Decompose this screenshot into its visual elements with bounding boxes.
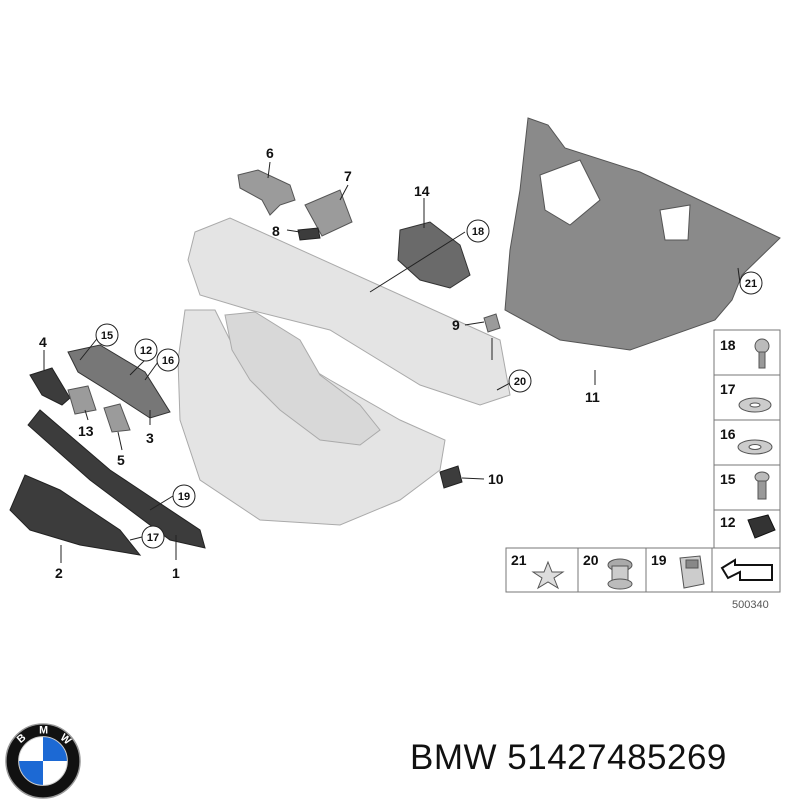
legend-12: 12 [720,514,736,530]
callout-18: 18 [472,226,484,238]
part-5-piece [103,403,131,433]
part-1-strip [27,409,206,549]
callout-8: 8 [272,223,280,239]
part-9-clip [483,313,501,333]
bottom-fastener-row: 21 20 19 [505,547,781,593]
brand-name: BMW [410,738,498,777]
part-6-bracket [237,169,296,216]
callout-1: 1 [172,565,180,581]
bottom-19: 19 [651,552,667,568]
clip-12-icon [747,514,776,539]
callout-10: 10 [488,471,504,487]
part-8-clip [297,227,321,241]
legend-15: 15 [720,471,736,487]
star-clip-21-icon [531,560,565,590]
callout-7: 7 [344,168,352,184]
legend-18: 18 [720,337,736,353]
spring-clip-19-icon [679,555,705,589]
callout-2: 2 [55,565,63,581]
callout-21: 21 [745,278,757,290]
screw-15-icon [754,471,770,500]
callout-9: 9 [452,317,460,333]
callout-11: 11 [585,389,600,405]
direction-arrow-icon [720,558,773,581]
door-trim-upper [187,217,511,406]
circled-callouts: 18 21 20 15 12 16 19 17 [95,219,763,549]
legend-17: 17 [720,381,736,397]
callout-19: 19 [178,491,190,503]
bmw-logo-letter-m: M [39,725,48,737]
washer-17-icon [738,397,772,413]
bottom-21: 21 [511,552,527,568]
callout-5: 5 [117,452,125,468]
callout-15: 15 [101,330,113,342]
callout-17: 17 [147,532,159,544]
callout-16: 16 [162,355,174,367]
part-4-piece [29,367,71,406]
callout-4: 4 [39,334,47,350]
bmw-logo: B M W [5,723,81,799]
panel-cutout-a [539,159,601,226]
screw-18-icon [754,338,770,369]
callout-20: 20 [514,376,526,388]
callout-13: 13 [78,423,94,439]
part-caption: BMW 51427485269 [410,738,727,778]
callout-labels: 6 7 8 14 9 10 11 4 13 5 3 2 1 [39,145,600,581]
callout-14: 14 [414,183,430,199]
fastener-legend: 18 17 16 15 12 [713,329,781,551]
washer-16-icon [737,439,773,455]
part-15-handle-frame [67,344,171,419]
part-10-cap [439,465,463,489]
door-trim-inner [224,311,381,446]
part-13-piece [67,385,97,415]
part-2-strip [9,474,142,556]
part-11-insulation-panel [504,117,781,351]
drawing-number: 500340 [732,599,769,611]
part-7-cover [304,189,353,237]
callout-6: 6 [266,145,274,161]
callout-3: 3 [146,430,154,446]
part-number: 51427485269 [507,738,727,777]
part-14-speaker-frame [397,221,471,289]
legend-16: 16 [720,426,736,442]
push-clip-20-icon [607,558,633,590]
callout-12: 12 [140,345,152,357]
bottom-20: 20 [583,552,599,568]
panel-cutout-b [659,204,691,241]
